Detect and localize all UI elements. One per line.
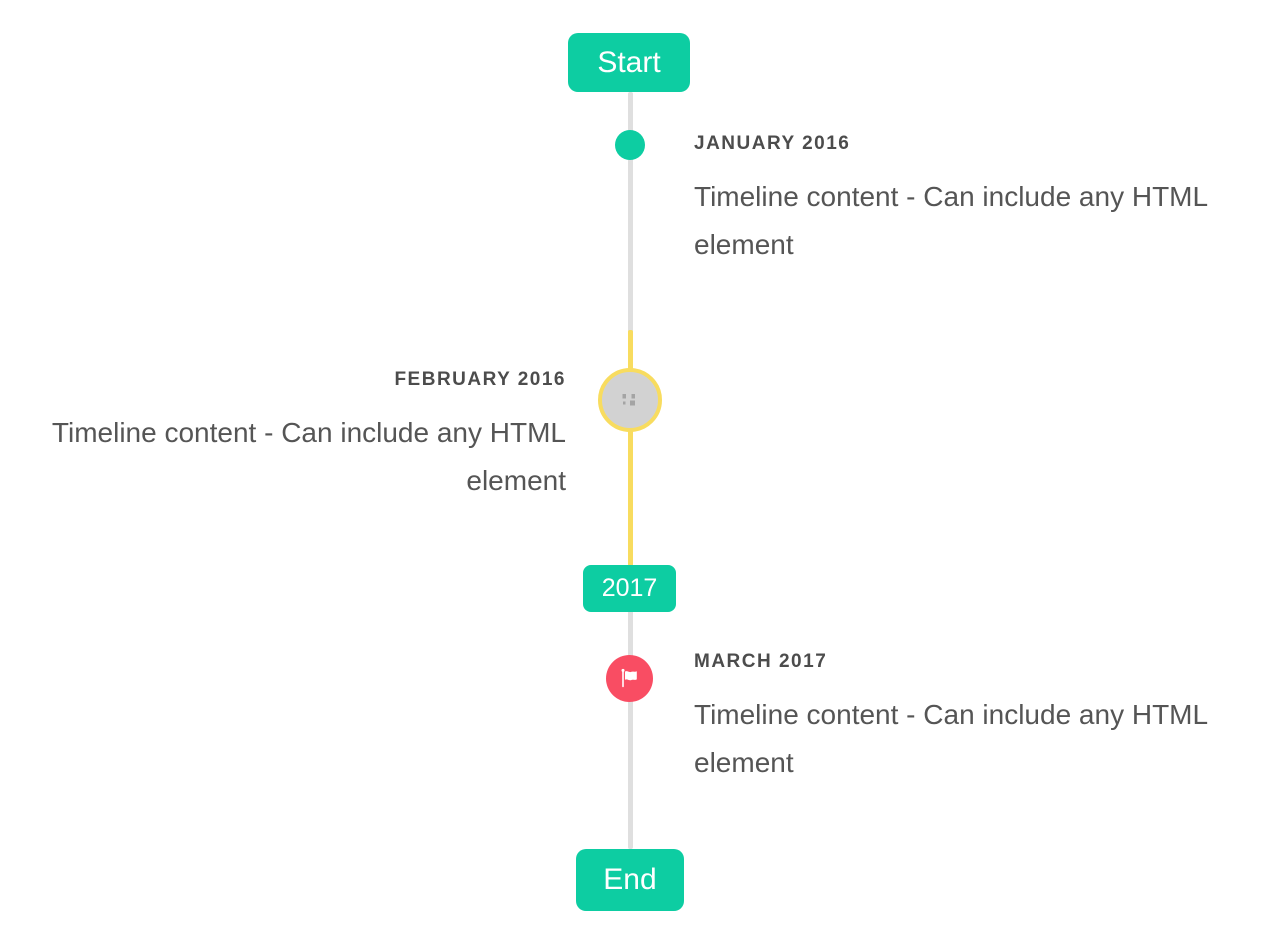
timeline-line-highlight bbox=[628, 330, 633, 566]
timeline-entry-march-2017: MARCH 2017 Timeline content - Can includ… bbox=[694, 651, 1224, 787]
marker-circle-february bbox=[598, 368, 662, 432]
marker-dot-january bbox=[615, 130, 645, 160]
entry-title: MARCH 2017 bbox=[694, 651, 828, 672]
entry-content: Timeline content - Can include any HTML … bbox=[694, 699, 1208, 778]
flag-icon bbox=[618, 667, 642, 691]
timeline-end-badge: End bbox=[576, 849, 684, 911]
entry-content: Timeline content - Can include any HTML … bbox=[51, 417, 566, 496]
entry-title: JANUARY 2016 bbox=[694, 133, 851, 154]
broken-image-icon bbox=[622, 393, 638, 407]
entry-title: FEBRUARY 2016 bbox=[394, 369, 566, 390]
timeline-entry-january-2016: JANUARY 2016 Timeline content - Can incl… bbox=[694, 133, 1224, 269]
marker-flag-march bbox=[606, 655, 653, 702]
timeline-entry-february-2016: FEBRUARY 2016 Timeline content - Can inc… bbox=[36, 369, 566, 505]
timeline-year-badge: 2017 bbox=[583, 565, 676, 612]
entry-content: Timeline content - Can include any HTML … bbox=[694, 181, 1208, 260]
timeline-start-badge: Start bbox=[568, 33, 690, 92]
